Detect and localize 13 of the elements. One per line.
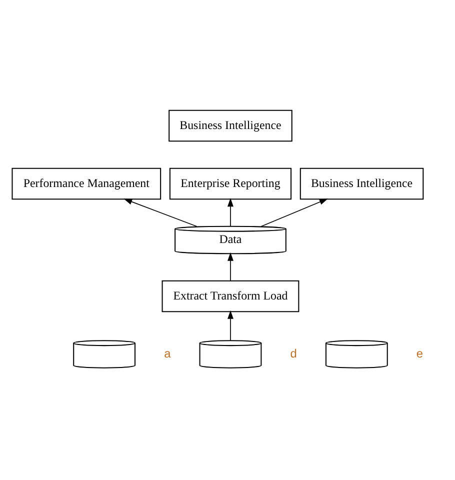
arrow <box>228 252 234 282</box>
label: e <box>416 346 424 360</box>
node-box: Business Intelligence <box>300 168 424 200</box>
node-box: Performance Management <box>12 168 162 200</box>
arrow <box>260 198 328 227</box>
arrow <box>124 198 198 227</box>
node-box: Extract Transform Load <box>162 280 300 312</box>
arrow <box>228 310 234 341</box>
label: a <box>164 346 171 360</box>
node-box: Business Intelligence <box>168 110 292 142</box>
node-box: Enterprise Reporting <box>169 168 292 200</box>
arrow <box>228 198 234 227</box>
label: d <box>290 346 297 360</box>
